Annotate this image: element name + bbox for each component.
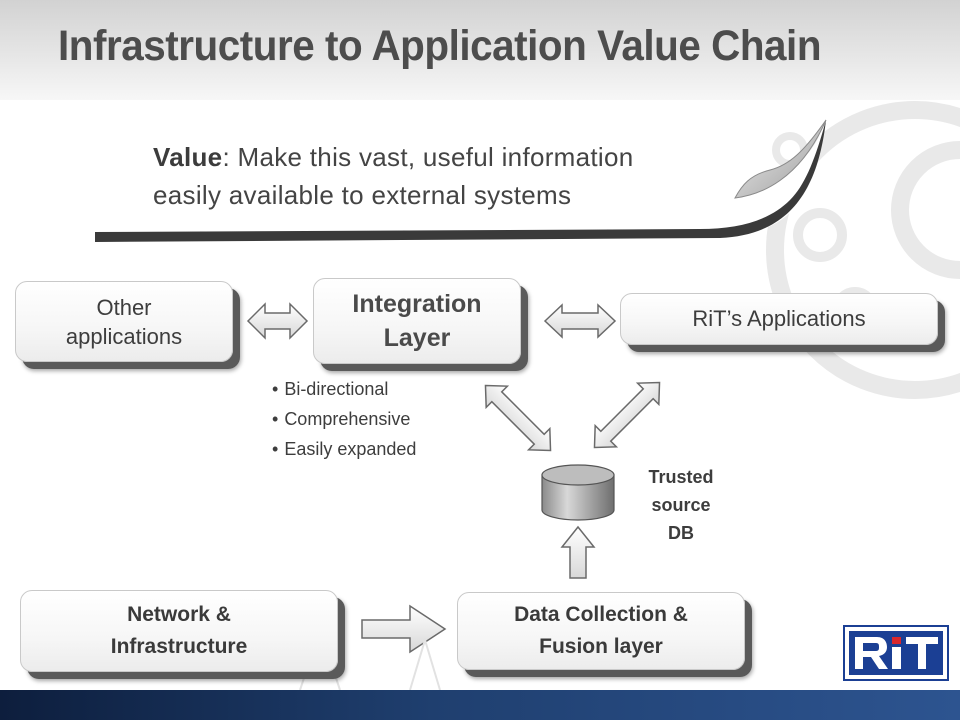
up-arrow-icon <box>560 525 596 579</box>
rit-applications-label: RiT’s Applications <box>692 306 866 331</box>
list-item: Comprehensive <box>272 404 416 434</box>
double-arrow-icon <box>543 303 617 339</box>
db-label-line1: Trusted <box>648 467 714 487</box>
page-title: Infrastructure to Application Value Chai… <box>58 22 822 70</box>
right-arrow-icon <box>361 604 447 654</box>
integration-features-list: Bi-directional Comprehensive Easily expa… <box>272 374 416 464</box>
double-arrow-icon <box>593 381 661 449</box>
data-collection-fusion-box: Data Collection & Fusion layer <box>457 592 745 670</box>
other-applications-box: Other applications <box>15 281 233 362</box>
bottom-bar <box>0 690 960 720</box>
value-label: Value <box>153 142 223 172</box>
db-label-line3: DB <box>668 523 694 543</box>
page-curl-icon <box>95 119 827 242</box>
network-infrastructure-box: Network & Infrastructure <box>20 590 338 672</box>
database-cylinder-icon <box>541 464 615 521</box>
network-label-line1: Network & <box>127 603 231 626</box>
header-band <box>0 0 960 100</box>
value-statement: Value: Make this vast, useful informatio… <box>153 138 753 214</box>
data-collection-label-line1: Data Collection & <box>514 603 688 626</box>
double-arrow-icon <box>246 302 309 340</box>
trusted-source-db-label: Trusted source DB <box>626 463 736 547</box>
double-arrow-icon <box>484 384 552 452</box>
integration-layer-label-line2: Layer <box>383 324 451 352</box>
integration-layer-box: Integration Layer <box>313 278 521 364</box>
other-applications-label-line1: Other <box>96 294 152 320</box>
rit-applications-box: RiT’s Applications <box>620 293 938 345</box>
integration-layer-label-line1: Integration <box>352 290 482 318</box>
rit-logo-icon <box>843 625 949 681</box>
other-applications-label-line2: applications <box>65 323 183 349</box>
list-item: Easily expanded <box>272 434 416 464</box>
list-item: Bi-directional <box>272 374 416 404</box>
value-text-line1: : Make this vast, useful information <box>222 142 634 172</box>
db-label-line2: source <box>651 495 711 515</box>
value-text-line2: easily available to external systems <box>153 180 572 210</box>
network-label-line2: Infrastructure <box>110 635 248 658</box>
data-collection-label-line2: Fusion layer <box>539 635 663 658</box>
